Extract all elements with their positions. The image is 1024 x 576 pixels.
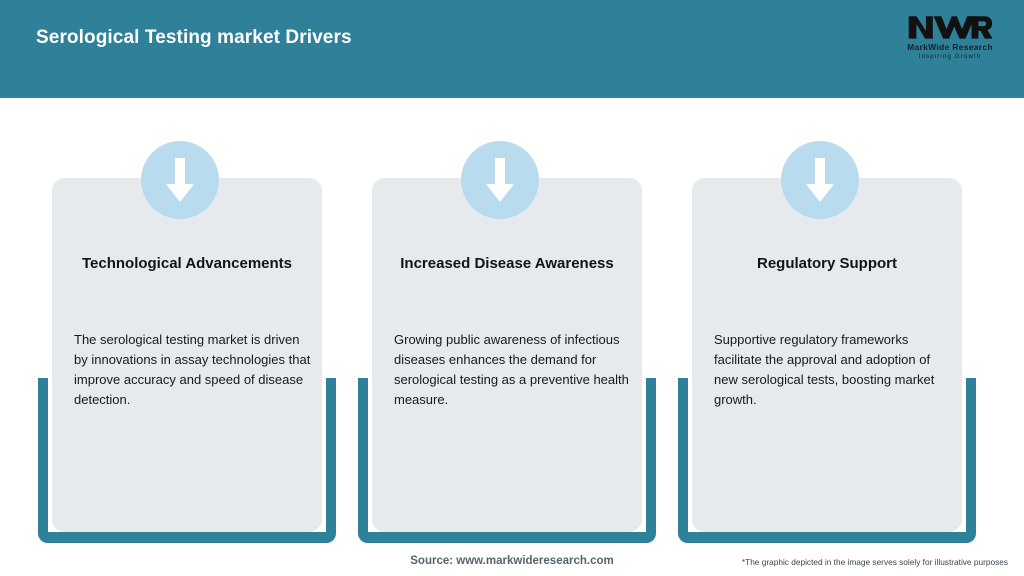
- disclaimer-label: *The graphic depicted in the image serve…: [741, 557, 1008, 567]
- card-panel: Regulatory Support Supportive regulatory…: [692, 178, 962, 532]
- card-panel: Technological Advancements The serologic…: [52, 178, 322, 532]
- arrow-down-icon: [166, 158, 194, 202]
- logo-tagline: Inspiring Growth: [918, 52, 982, 60]
- card-frame-accent: [38, 378, 336, 543]
- header-bar: Serological Testing market Drivers MarkW…: [0, 0, 1024, 98]
- card-body-text: Supportive regulatory frameworks facilit…: [714, 332, 935, 407]
- source-label: Source: www.markwideresearch.com: [410, 555, 614, 567]
- card-frame-accent: [358, 378, 656, 543]
- page-title: Serological Testing market Drivers: [36, 27, 352, 48]
- mwr-logo-icon: [908, 15, 993, 39]
- card-panel: Increased Disease Awareness Growing publ…: [372, 178, 642, 532]
- card-body-text: Growing public awareness of infectious d…: [394, 332, 629, 407]
- drivers-card-group: Technological Advancements The serologic…: [0, 98, 1024, 543]
- driver-card-1: Technological Advancements The serologic…: [38, 98, 336, 543]
- card-title: Regulatory Support: [756, 255, 897, 272]
- card-body-text: The serological testing market is driven…: [74, 332, 311, 407]
- arrow-down-icon-badge: [461, 141, 539, 219]
- driver-card-3: Regulatory Support Supportive regulatory…: [678, 98, 976, 543]
- arrow-down-icon-badge: [781, 141, 859, 219]
- card-title: Increased Disease Awareness: [400, 255, 614, 272]
- arrow-down-icon: [486, 158, 514, 202]
- arrow-down-icon: [806, 158, 834, 202]
- arrow-down-icon-badge: [141, 141, 219, 219]
- driver-card-2: Increased Disease Awareness Growing publ…: [358, 98, 656, 543]
- card-title: Technological Advancements: [81, 255, 293, 272]
- card-frame-accent: [678, 378, 976, 543]
- brand-logo: MarkWide Research Inspiring Growth: [894, 8, 1006, 64]
- logo-company-name: MarkWide Research: [907, 41, 993, 52]
